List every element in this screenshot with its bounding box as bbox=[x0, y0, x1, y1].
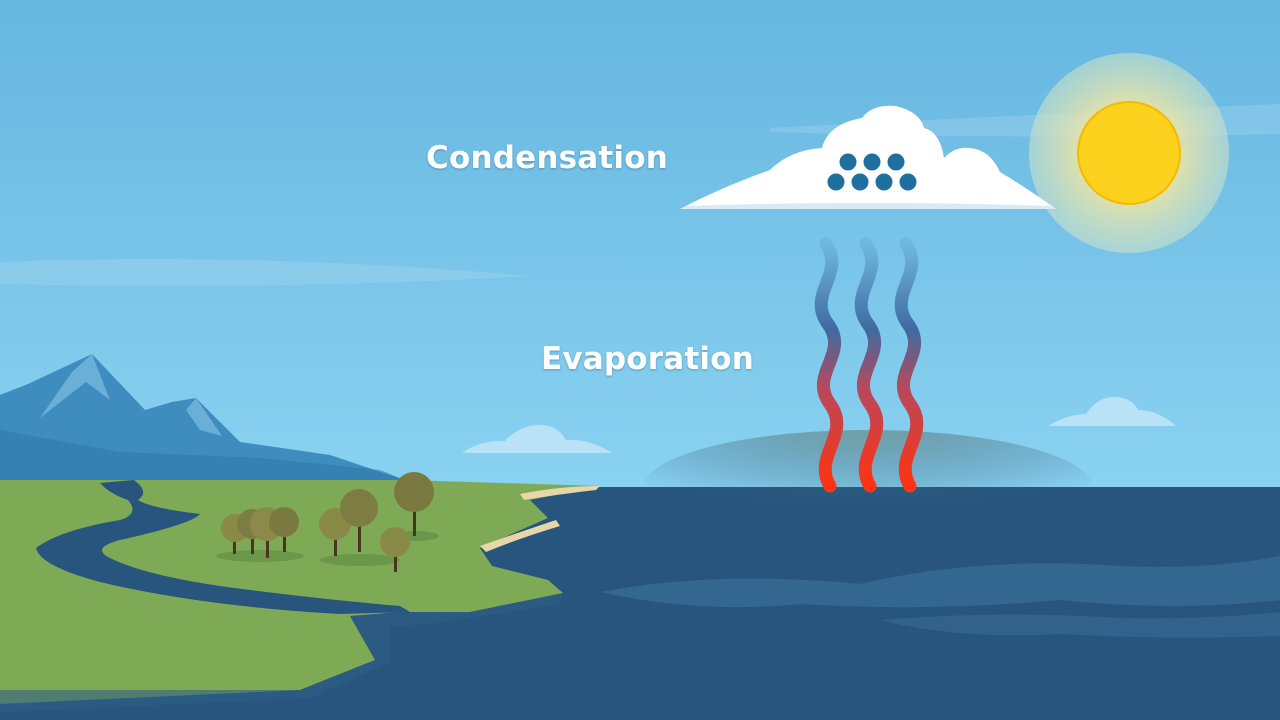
droplet-icon bbox=[851, 173, 869, 191]
tree bbox=[394, 472, 434, 536]
small-cloud bbox=[462, 424, 612, 453]
wavy-vapor-lines-icon bbox=[814, 237, 924, 493]
droplet-icon bbox=[863, 153, 881, 171]
river bbox=[36, 480, 410, 614]
ocean-wave-band bbox=[880, 612, 1280, 638]
land bbox=[0, 480, 600, 704]
land-shadow bbox=[0, 593, 563, 712]
vapor-line bbox=[894, 237, 924, 493]
tree bbox=[380, 527, 410, 572]
droplet-icon bbox=[899, 173, 917, 191]
droplet-icon bbox=[827, 173, 845, 191]
vapor-line bbox=[814, 237, 844, 493]
cloud-with-droplets-icon bbox=[680, 105, 1056, 209]
small-cloud bbox=[1048, 396, 1176, 426]
ocean-wave-band bbox=[600, 556, 1280, 608]
droplet-icon bbox=[887, 153, 905, 171]
droplet-icon bbox=[875, 173, 893, 191]
tree-group bbox=[216, 472, 439, 572]
evaporation-label: Evaporation bbox=[541, 341, 755, 377]
beach bbox=[520, 486, 600, 500]
sun-icon bbox=[1029, 53, 1229, 253]
condensation-label: Condensation bbox=[426, 140, 668, 176]
vapor-line bbox=[854, 237, 884, 493]
mountains bbox=[0, 354, 405, 480]
tree bbox=[340, 489, 378, 552]
beach bbox=[480, 520, 560, 552]
tree bbox=[269, 507, 299, 552]
droplet-icon bbox=[839, 153, 857, 171]
haze-streak bbox=[0, 259, 530, 286]
